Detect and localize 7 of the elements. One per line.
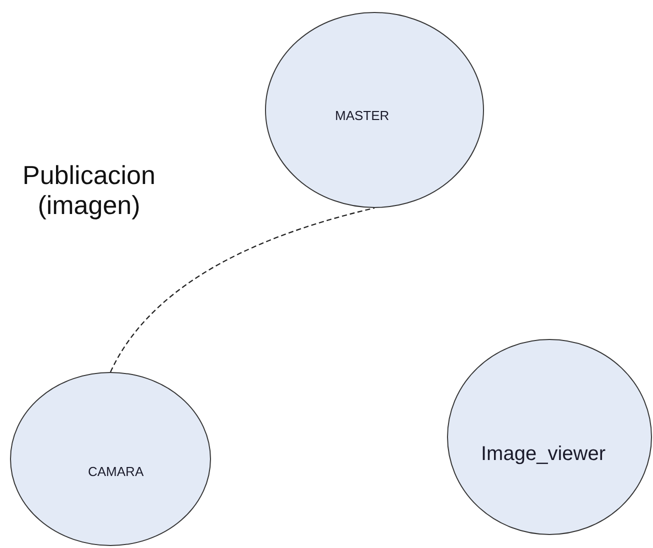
node-label: Image_viewer <box>481 443 606 466</box>
ellipse-node <box>10 372 211 546</box>
dashed-connector <box>110 207 375 372</box>
ellipse-node <box>265 12 484 208</box>
ellipse-node <box>447 339 652 535</box>
node-label: MASTER <box>335 108 390 123</box>
node-label: CAMARA <box>88 464 144 479</box>
